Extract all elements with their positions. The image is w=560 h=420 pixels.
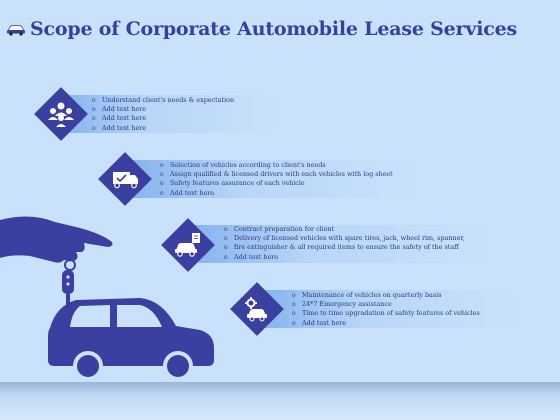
list-item: Understand client's needs & expectation [92,96,234,105]
list-item: 24*7 Emergency assistance [292,300,480,309]
list-item: Add text here [160,189,393,198]
bottom-shadow [0,382,560,420]
list-item: Add text here [92,114,234,123]
list-item: Maintenance of vehicles on quarterly bas… [292,291,480,300]
section-badge [230,282,284,336]
title-row: Scope of Corporate Automobile Lease Serv… [6,14,517,44]
car-contract-icon [175,233,200,257]
hand-key-car-illustration [0,216,214,381]
section-3-list: Contract preparation for client Delivery… [224,225,465,262]
list-item: Contract preparation for client [224,225,465,234]
list-item: Assign qualified & licensed drivers with… [160,170,393,179]
section-badge [34,87,88,141]
list-item: Add text here [92,105,234,114]
car-icon [48,298,214,381]
team-people-icon [48,102,74,127]
slide: Scope of Corporate Automobile Lease Serv… [0,0,560,382]
section-badge [161,218,215,272]
list-item: Add text here [224,253,465,262]
list-item: Add text here [92,124,234,133]
section-4-list: Maintenance of vehicles on quarterly bas… [292,291,480,328]
list-item: Selection of vehicles according to clien… [160,161,393,170]
section-1-list: Understand client's needs & expectation … [92,96,234,133]
section-badge [98,152,152,206]
car-logo-icon [7,25,25,36]
list-item: Delivery of licensed vehicles with spare… [224,234,465,243]
list-item: fire extinguisher & all required items t… [224,243,465,252]
car-maintenance-icon [245,297,267,322]
hand-icon [0,216,113,263]
list-item: Safety features assurance of each vehicl… [160,179,393,188]
list-item: Time to time upgradation of safety featu… [292,309,480,318]
delivery-truck-icon [113,172,138,189]
page-title: Scope of Corporate Automobile Lease Serv… [30,18,517,40]
section-2-list: Selection of vehicles according to clien… [160,161,393,198]
list-item: Add text here [292,319,480,328]
